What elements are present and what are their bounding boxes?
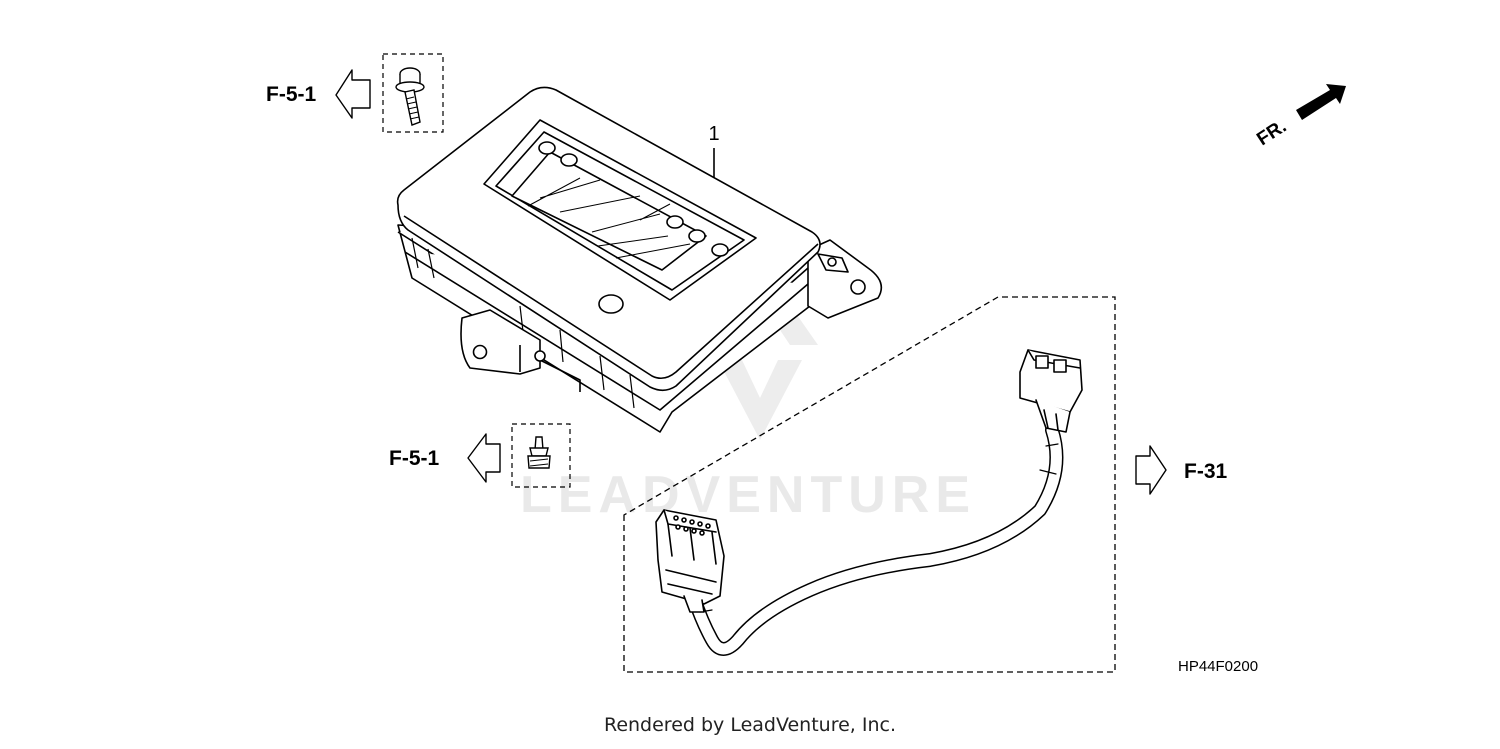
ref-label-middle: F-5-1 bbox=[389, 447, 439, 470]
right-mounting-tab bbox=[807, 239, 883, 319]
harness-frame bbox=[623, 296, 1116, 673]
tapping-screw-icon bbox=[527, 436, 551, 469]
ref-arrow-left-middle-icon bbox=[467, 433, 501, 483]
flange-bolt-icon bbox=[395, 67, 425, 126]
front-indicator: FR. bbox=[1253, 84, 1346, 150]
connector-multipin-icon bbox=[655, 509, 725, 613]
footer-credit: Rendered by LeadVenture, Inc. bbox=[603, 714, 897, 736]
front-indicator-label: FR. bbox=[1253, 116, 1290, 150]
wire-harness[interactable] bbox=[655, 349, 1083, 656]
right-reference-group[interactable]: F-31 bbox=[1135, 445, 1228, 495]
ref-arrow-left-top-icon bbox=[335, 69, 371, 119]
middle-screw-frame bbox=[511, 423, 571, 488]
connector-4pin-icon bbox=[1019, 349, 1083, 433]
diagram-code: HP44F0200 bbox=[1178, 658, 1258, 675]
watermark-text: LEADVENTURE bbox=[520, 466, 976, 524]
part-number-label: 1 bbox=[708, 123, 719, 145]
ref-arrow-right-icon bbox=[1135, 445, 1167, 495]
middle-screw-group[interactable]: F-5-1 bbox=[389, 423, 571, 488]
ref-label-right: F-31 bbox=[1184, 460, 1228, 483]
front-arrow-icon bbox=[1296, 84, 1346, 120]
top-bolt-frame bbox=[382, 53, 444, 133]
meter-assembly[interactable] bbox=[396, 86, 883, 433]
ref-label-top: F-5-1 bbox=[266, 83, 316, 106]
top-bolt-group[interactable]: F-5-1 bbox=[266, 53, 444, 133]
